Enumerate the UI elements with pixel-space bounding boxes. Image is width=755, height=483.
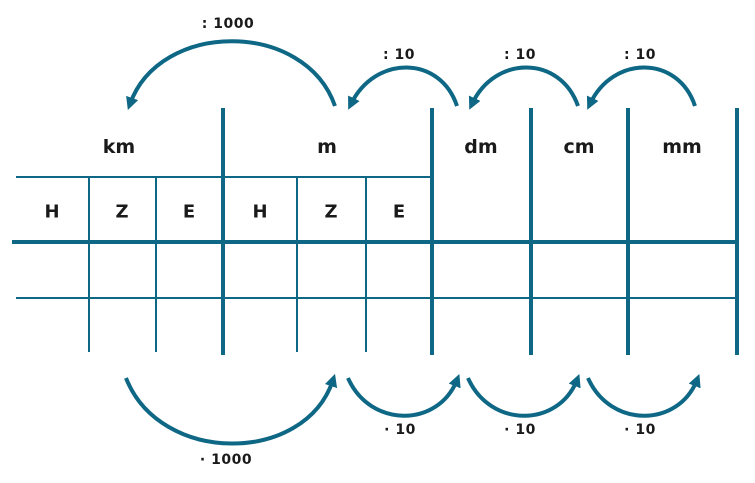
subcolumn-m-ones: E [392,201,406,223]
label-m-to-km: : 1000 [201,16,255,32]
label-cm-to-mm: · 10 [624,422,656,438]
label-dm-to-cm: · 10 [504,422,536,438]
label-cm-to-dm: : 10 [504,47,536,63]
arrow-cm-to-mm [586,374,701,418]
unit-m: m [317,136,337,158]
unit-cm: cm [563,136,595,158]
subcolumn-m-tens: Z [324,201,338,223]
subcolumn-km-hundreds: H [44,201,60,223]
label-km-to-m: · 1000 [199,452,253,468]
unit-mm: mm [662,136,702,158]
label-mm-to-cm: : 10 [624,47,656,63]
arrow-dm-to-m [348,65,459,110]
unit-km: km [102,136,136,158]
arrow-m-to-km [126,39,337,111]
arrow-cm-to-dm [468,65,580,110]
subcolumn-km-ones: E [182,201,196,223]
subcolumn-m-hundreds: H [252,201,268,223]
label-m-to-dm: · 10 [384,422,416,438]
arrow-m-to-dm [346,374,461,418]
arrow-dm-to-cm [466,374,581,418]
arrow-km-to-m [124,373,338,446]
unit-dm: dm [464,136,498,158]
label-dm-to-m: : 10 [383,47,415,63]
arrow-mm-to-cm [586,65,697,110]
subcolumn-km-tens: Z [115,201,129,223]
